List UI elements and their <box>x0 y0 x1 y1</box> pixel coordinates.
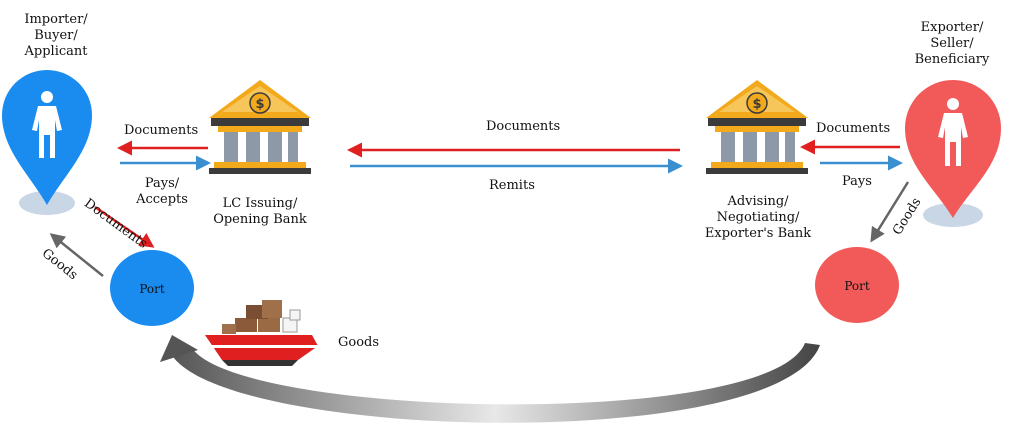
svg-text:$: $ <box>255 97 264 112</box>
exporter-label: Exporter/ Seller/ Beneficiary <box>915 20 990 68</box>
exporter-pin-icon <box>905 80 1001 227</box>
pays-accepts-line2: Accepts <box>136 192 188 207</box>
left-port-label: Port <box>139 282 165 296</box>
advising-bank-label-line1: Advising/ <box>727 194 789 209</box>
issuing-bank-icon: $ <box>209 80 311 174</box>
goods-to-port-arrow <box>870 181 910 243</box>
goods-return-curve <box>160 335 820 423</box>
exporter-label-line3: Beneficiary <box>914 52 990 67</box>
pays-accepts-line1: Pays/ <box>144 176 180 191</box>
remits-label: Remits <box>489 178 535 193</box>
issuing-bank-label-line1: LC Issuing/ <box>222 196 298 211</box>
advising-bank-icon: $ <box>706 80 808 174</box>
importer-label-line2: Buyer/ <box>34 28 78 43</box>
importer-label: Importer/ Buyer/ Applicant <box>24 12 87 60</box>
right-port-label: Port <box>844 279 870 293</box>
documents-to-importer-label: Documents <box>124 123 199 138</box>
documents-between-banks-label: Documents <box>486 119 561 134</box>
advising-bank-label-line3: Exporter's Bank <box>704 226 812 241</box>
cargo-ship-icon <box>205 300 318 366</box>
goods-shipping-label: Goods <box>338 335 380 350</box>
issuing-bank-label-line2: Opening Bank <box>213 212 307 227</box>
advising-bank-label: Advising/ Negotiating/ Exporter's Bank <box>705 194 811 242</box>
right-port-icon <box>815 247 899 323</box>
exporter-label-line2: Seller/ <box>930 36 974 51</box>
svg-text:$: $ <box>752 97 761 112</box>
issuing-bank-label: LC Issuing/ Opening Bank <box>213 196 307 228</box>
pays-exporter-label: Pays <box>842 174 872 189</box>
importer-pin-icon <box>2 70 92 215</box>
exporter-label-line1: Exporter/ <box>920 20 984 35</box>
goods-from-port-arrow <box>49 233 104 277</box>
pays-accepts-label: Pays/ Accepts <box>136 176 188 208</box>
importer-label-line3: Applicant <box>24 44 88 59</box>
documents-to-advising-label: Documents <box>816 121 891 136</box>
left-port-icon <box>110 250 194 326</box>
importer-label-line1: Importer/ <box>24 12 88 27</box>
documents-to-port-arrow <box>94 205 155 248</box>
advising-bank-label-line2: Negotiating/ <box>716 210 800 225</box>
